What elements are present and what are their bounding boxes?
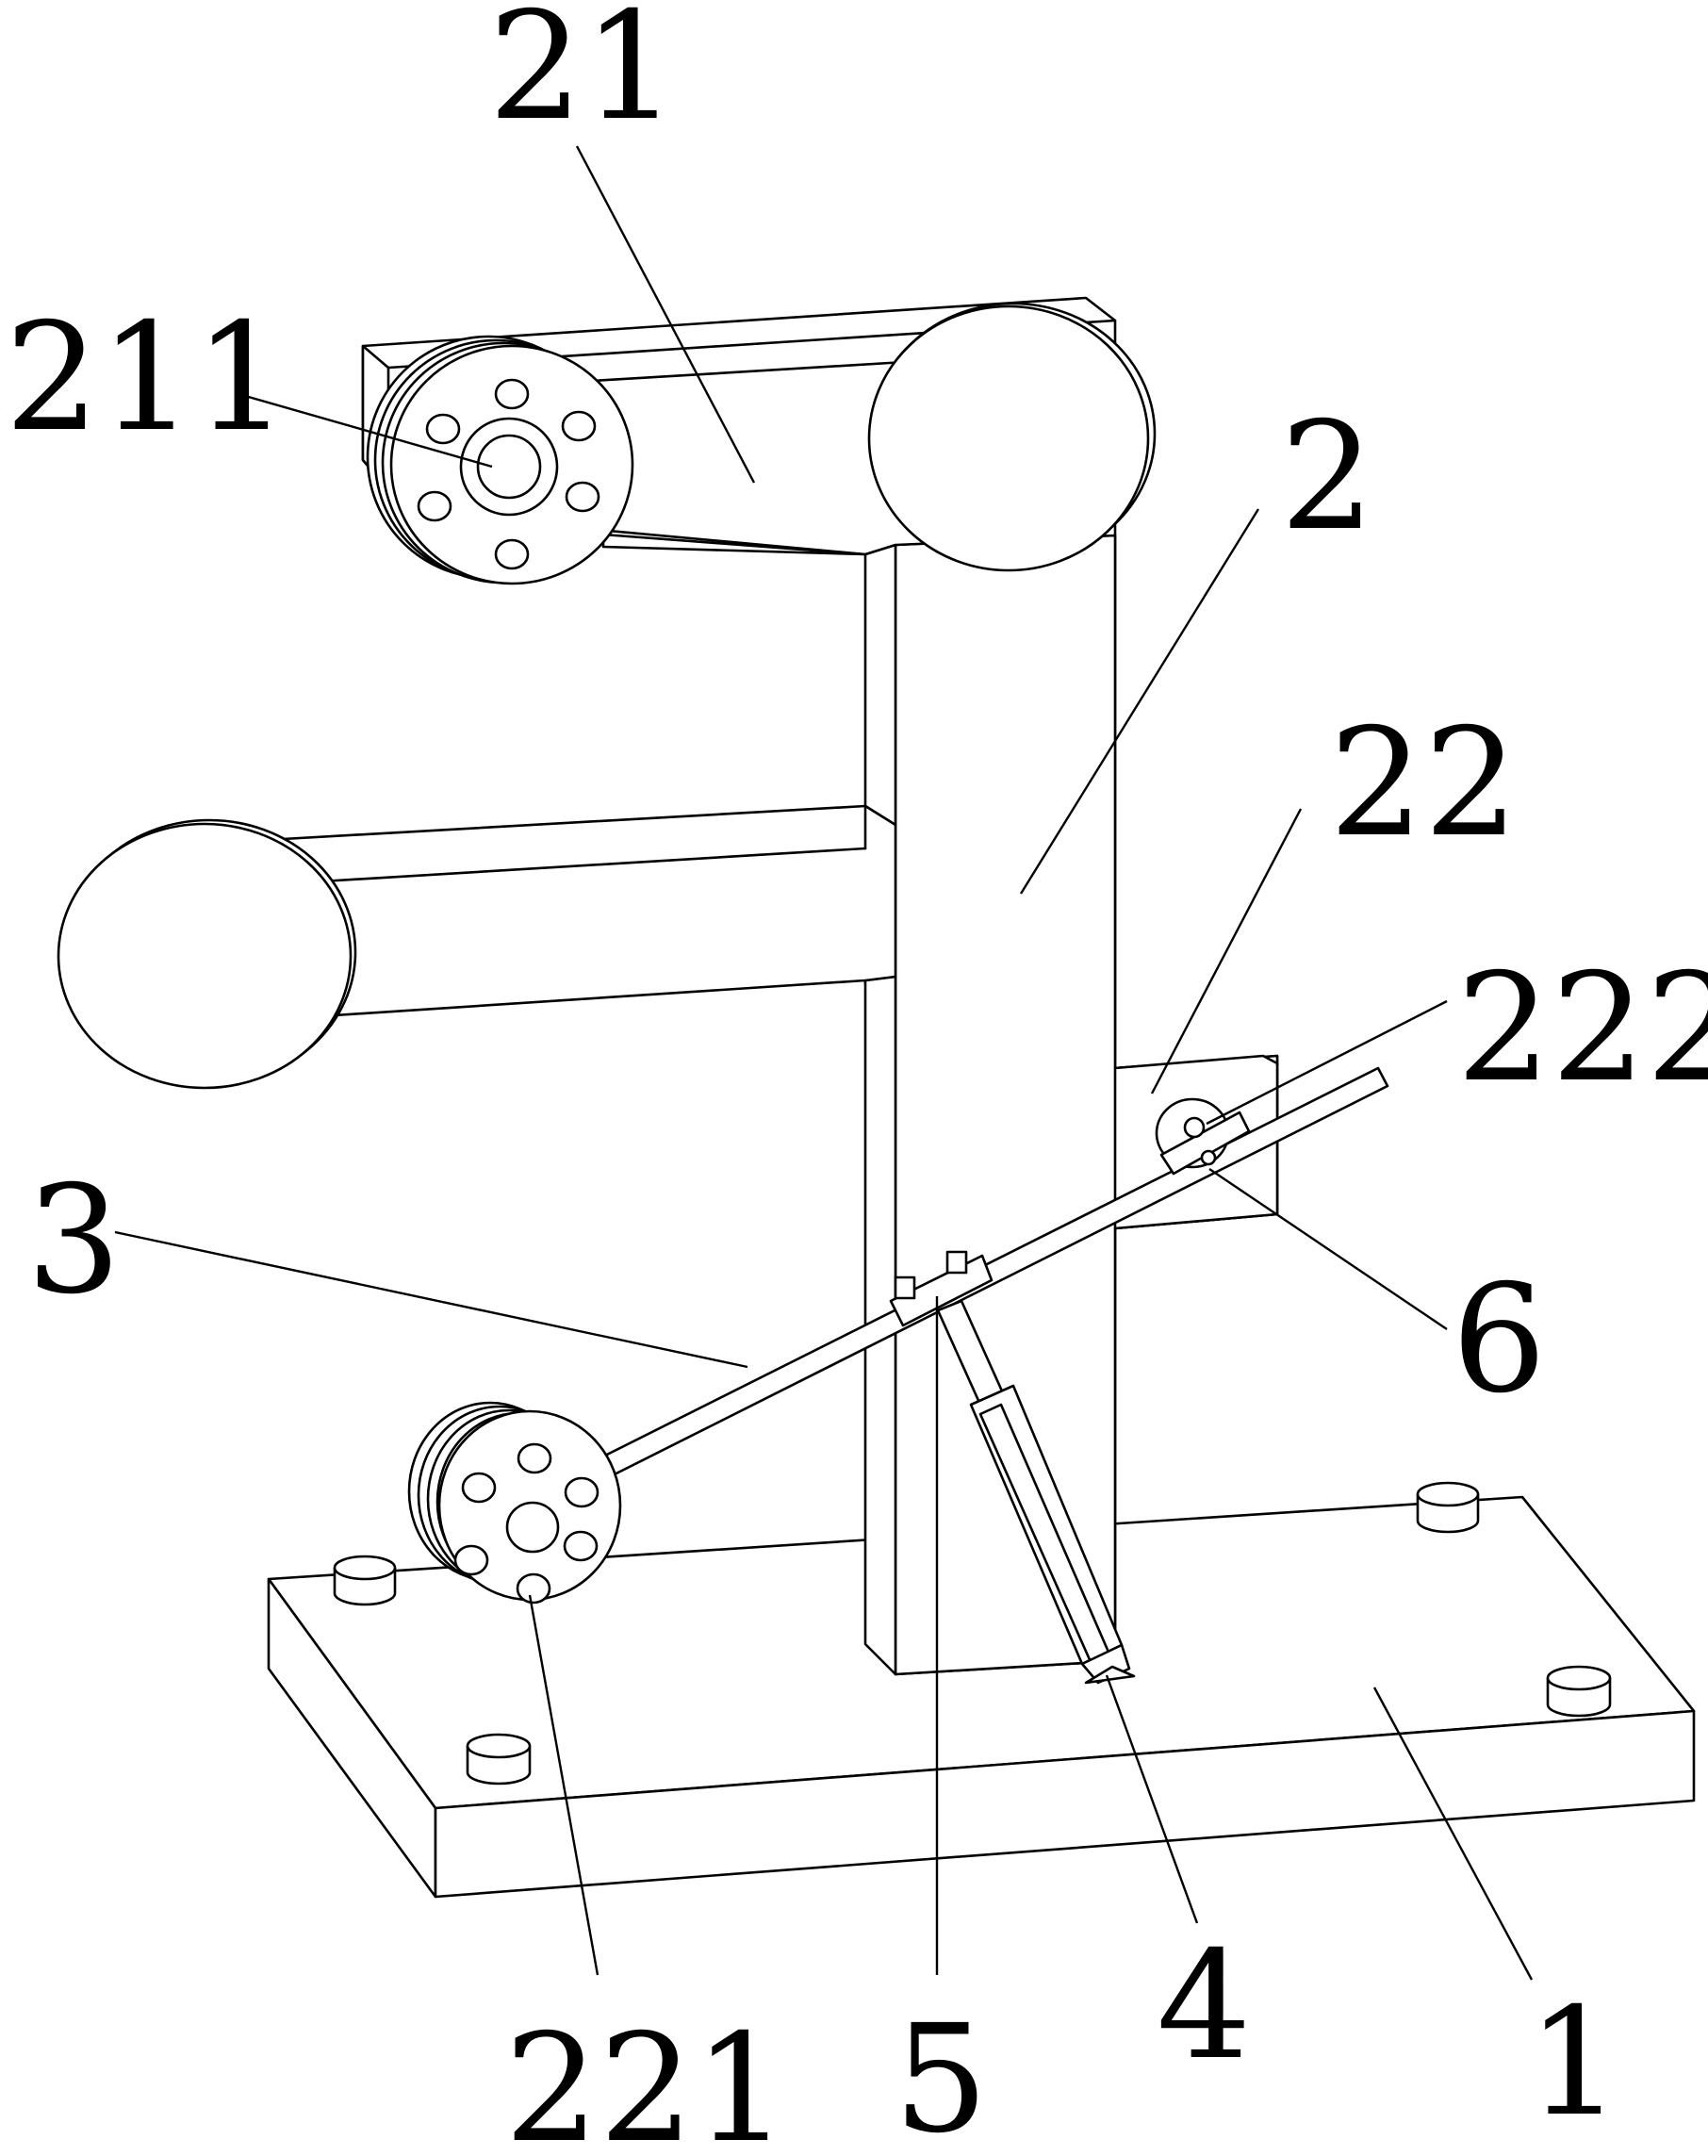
label-1: 1 xyxy=(1527,1976,1622,2149)
clamp-5 xyxy=(889,1250,994,1327)
leader-222 xyxy=(1206,999,1448,1126)
reel-221 xyxy=(407,1401,622,1605)
leader-2 xyxy=(1019,508,1260,895)
reference-labels: 21 211 2 22 222 3 6 221 5 4 1 xyxy=(5,0,1708,2156)
bolt xyxy=(1416,1481,1480,1534)
leader-22 xyxy=(1150,808,1303,1094)
label-2: 2 xyxy=(1280,390,1375,564)
label-211: 211 xyxy=(5,291,289,465)
reel-211 xyxy=(366,335,634,585)
leader-211 xyxy=(238,392,493,469)
cylinder-4 xyxy=(936,1299,1136,1685)
leader-21 xyxy=(575,145,756,484)
label-222: 222 xyxy=(1456,942,1708,1115)
label-22: 22 xyxy=(1329,697,1519,870)
reel-211-holes xyxy=(417,378,600,570)
reel-221-holes xyxy=(453,1442,599,1605)
bolt xyxy=(333,1555,397,1606)
leader-6 xyxy=(1208,1168,1448,1330)
column xyxy=(601,394,1279,1676)
top-right-disc xyxy=(867,302,1157,572)
base-bolts xyxy=(333,1481,1612,1786)
label-21: 21 xyxy=(488,0,678,154)
leader-221 xyxy=(528,1594,599,1976)
label-6: 6 xyxy=(1452,1253,1547,1426)
label-5: 5 xyxy=(894,1993,989,2156)
leader-1 xyxy=(1372,1687,1534,1981)
bolt xyxy=(466,1733,532,1786)
middle-left-disc xyxy=(57,818,357,1090)
middle-arm xyxy=(281,804,897,1018)
leader-3 xyxy=(114,1230,748,1369)
label-3: 3 xyxy=(26,1154,122,1327)
bolt xyxy=(1546,1665,1612,1718)
leader-4 xyxy=(1105,1674,1199,1924)
leader-lines xyxy=(114,145,1534,1981)
label-4: 4 xyxy=(1157,1919,1252,2093)
pulley-222 xyxy=(1155,1097,1251,1176)
label-221: 221 xyxy=(504,2002,789,2156)
